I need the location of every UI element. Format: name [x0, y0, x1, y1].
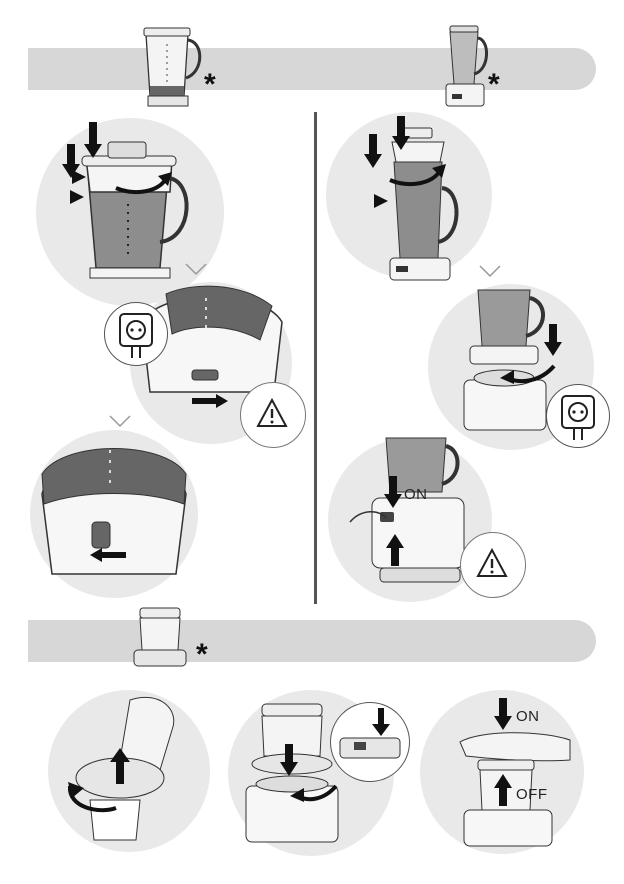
push-arrow-icon	[392, 116, 410, 150]
zoom-detail-illustration	[334, 708, 406, 774]
chevron-down-icon	[184, 262, 208, 276]
asterisk-icon: *	[196, 640, 208, 670]
off-label: OFF	[516, 786, 548, 803]
asterisk-icon: *	[488, 70, 500, 100]
push-arrow-icon	[90, 548, 126, 562]
section-banner-chopper	[28, 620, 596, 662]
pointer-triangle-icon	[70, 190, 84, 204]
rotate-arrow-icon	[114, 170, 174, 194]
pointer-triangle-icon	[374, 194, 388, 208]
asterisk-icon: *	[204, 70, 216, 100]
push-arrow-icon	[364, 134, 382, 168]
rotate-arrow-icon	[388, 162, 448, 186]
rotate-arrow-icon	[68, 782, 98, 802]
plug-socket-icon	[554, 392, 602, 440]
column-divider	[314, 112, 317, 604]
push-arrow-icon	[84, 122, 102, 158]
rotate-arrow-icon	[500, 362, 556, 384]
pointer-triangle-icon	[72, 170, 86, 184]
chevron-down-icon	[478, 264, 502, 278]
chopper-twist-illustration	[60, 690, 200, 850]
push-arrow-icon	[494, 774, 512, 806]
push-arrow-icon	[384, 476, 402, 508]
warning-icon	[256, 398, 288, 428]
push-arrow-icon	[544, 324, 562, 356]
warning-icon	[476, 548, 508, 578]
rotate-arrow-icon	[290, 782, 338, 804]
push-arrow-icon	[192, 394, 228, 408]
on-label: ON	[404, 486, 428, 503]
push-arrow-icon	[386, 534, 404, 566]
push-arrow-icon	[280, 744, 298, 776]
section-banner-blender	[28, 48, 596, 90]
on-label: ON	[516, 708, 540, 725]
push-arrow-icon	[494, 698, 512, 730]
blender-jug-icon	[136, 20, 208, 110]
plug-socket-icon	[112, 310, 160, 358]
push-arrow-icon	[110, 748, 130, 784]
chevron-down-icon	[108, 414, 132, 428]
chopper-icon	[126, 604, 196, 674]
